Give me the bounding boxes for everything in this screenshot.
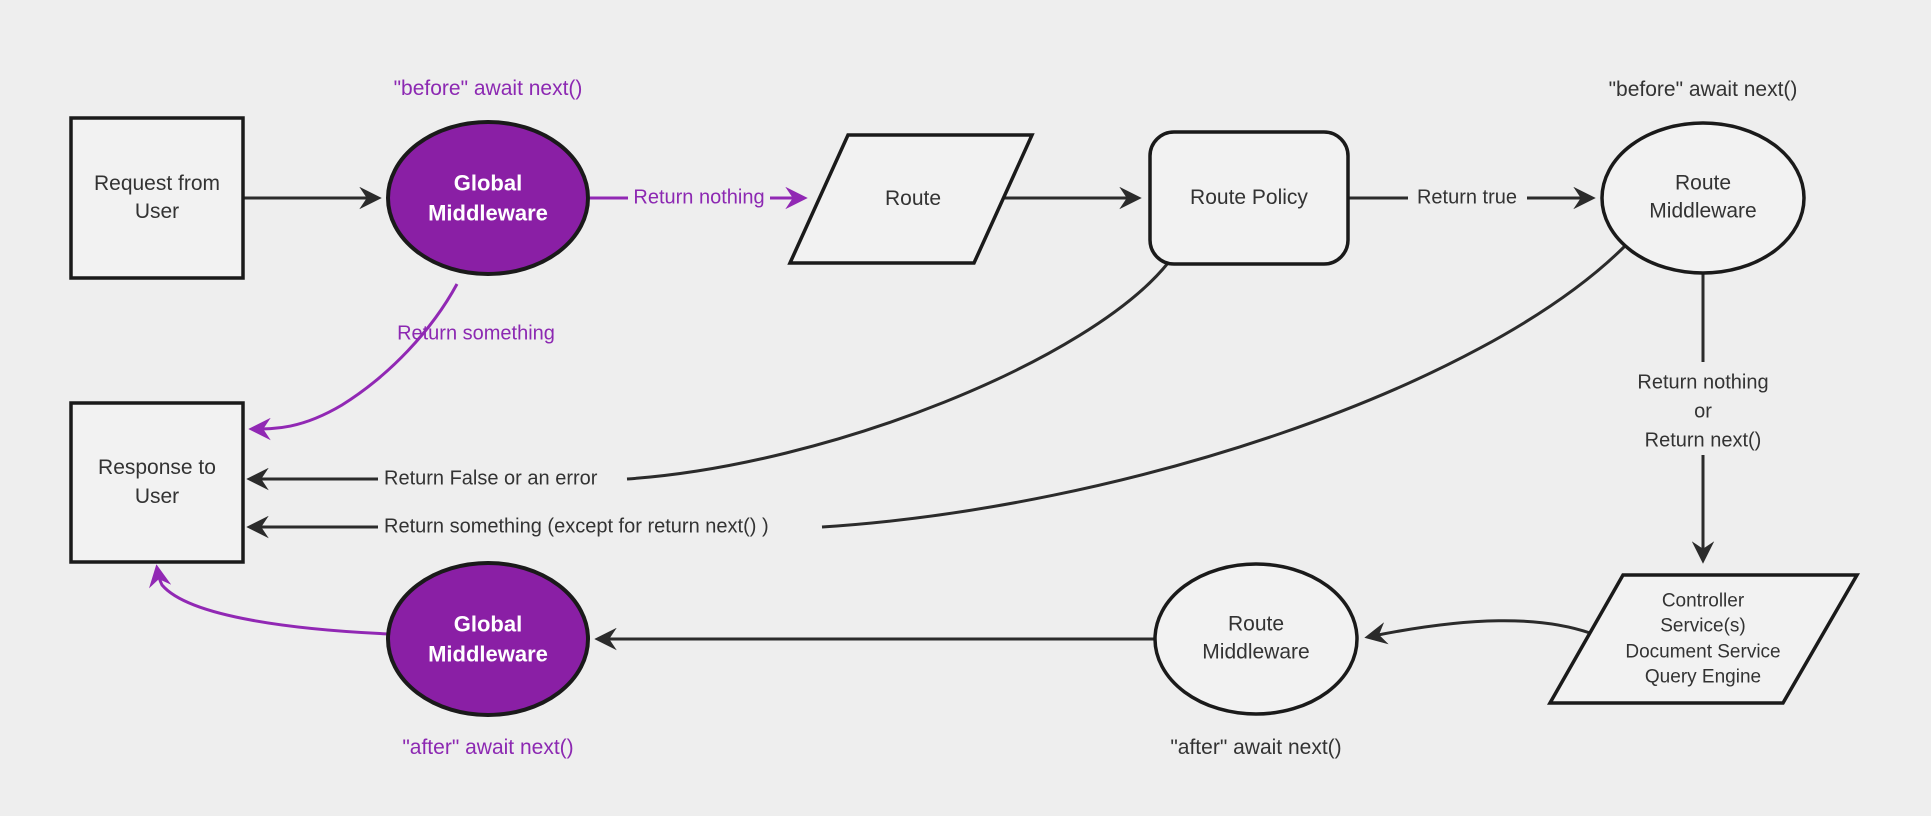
after-await-next-left-annotation: "after" await next() (402, 735, 574, 759)
controller-services-label: Controller Service(s) Document Service Q… (1625, 590, 1781, 688)
route-label: Route (884, 186, 942, 210)
global-middleware-bottom-ellipse (386, 561, 590, 717)
response-to-user-label: Response to User (98, 456, 216, 508)
after-await-next-right-annotation: "after" await next() (1170, 735, 1342, 759)
controller-services-parallelogram (1546, 573, 1861, 705)
request-from-user-label: Request from User (93, 171, 221, 223)
response-to-user-box (69, 401, 245, 564)
route-middleware-bottom-ellipse (1153, 562, 1359, 716)
route-policy-box (1148, 130, 1350, 266)
edge-route-policy-to-response-curve (626, 262, 1170, 481)
route-policy-label: Route Policy (1190, 185, 1308, 209)
edge-controller-to-route-middleware-bottom (1364, 619, 1591, 645)
edge-global-middleware-return-something (248, 283, 459, 441)
route-middleware-top-label: Route Middleware (1649, 171, 1757, 223)
return-nothing-or-next-label: Return nothing or Return next() (1637, 371, 1769, 452)
return-something-except-label: Return something (except for return next… (384, 515, 769, 538)
global-middleware-top-ellipse (386, 120, 590, 276)
return-nothing-top-label: Return nothing (633, 186, 765, 209)
return-false-or-error-label: Return False or an error (384, 467, 598, 490)
edge-route-middleware-to-response-curve (821, 244, 1627, 529)
route-middleware-bottom-label: Route Middleware (1202, 612, 1310, 664)
before-await-next-right-annotation: "before" await next() (1608, 77, 1798, 101)
request-from-user-box (69, 116, 245, 280)
route-middleware-top-ellipse (1600, 121, 1806, 275)
global-middleware-bottom-label: Global Middleware (428, 611, 548, 666)
route-parallelogram (787, 133, 1035, 265)
return-something-label: Return something (397, 322, 555, 345)
before-await-next-left-annotation: "before" await next() (393, 76, 583, 100)
global-middleware-top-label: Global Middleware (428, 170, 548, 225)
edge-global-middleware-bottom-to-response (148, 564, 391, 636)
return-true-label: Return true (1416, 186, 1518, 209)
